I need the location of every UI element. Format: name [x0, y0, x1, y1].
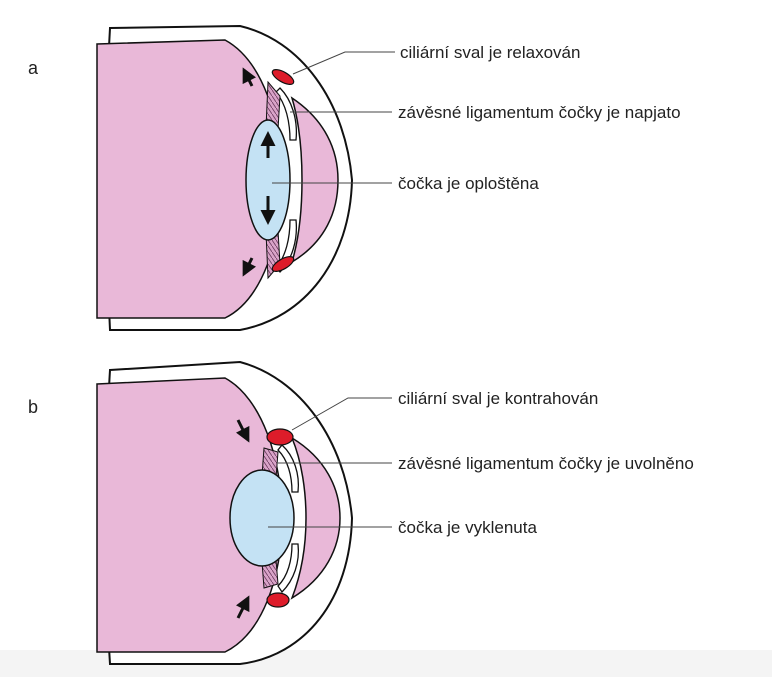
- label-lens-b: čočka je vyklenuta: [398, 518, 537, 537]
- ciliary-muscle-bottom-b: [267, 593, 289, 607]
- lens-b: [230, 470, 294, 566]
- eye-panel-b: b ciliární sval je kontrahován závěsné l…: [28, 362, 694, 664]
- eye-panel-a: a ciliární sval je relaxován závěsné lig…: [28, 26, 681, 330]
- label-ligament-b: závěsné ligamentum čočky je uvolněno: [398, 454, 694, 473]
- panel-letter-b: b: [28, 397, 38, 417]
- ciliary-muscle-top-b: [267, 429, 293, 445]
- label-ligament-a: závěsné ligamentum čočky je napjato: [398, 103, 681, 122]
- label-lens-a: čočka je oploštěna: [398, 174, 539, 193]
- label-ciliary-muscle-b: ciliární sval je kontrahován: [398, 389, 598, 408]
- panel-letter-a: a: [28, 58, 39, 78]
- label-ciliary-muscle-a: ciliární sval je relaxován: [400, 43, 580, 62]
